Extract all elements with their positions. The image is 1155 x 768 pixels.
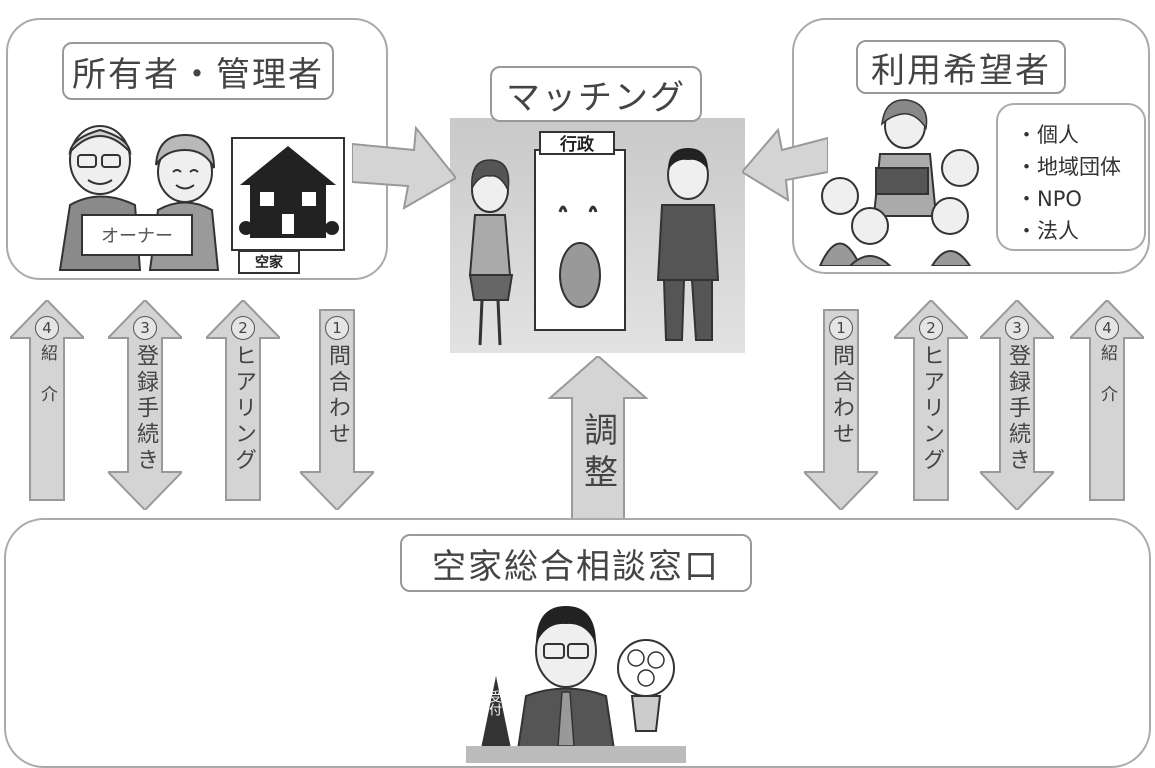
arrow-inquiry-owner: 1 問合わせ (300, 300, 374, 510)
government-building-icon (534, 131, 626, 331)
matching-title: マッチング (490, 66, 702, 122)
arrow-inquiry-user: 1 問合わせ (804, 300, 878, 510)
step-number: 3 (133, 316, 157, 340)
arrow-registration-owner: 3 登録手続き (108, 300, 182, 510)
step-number: 2 (231, 316, 255, 340)
owners-illustration (58, 125, 345, 271)
owners-title: 所有者・管理者 (62, 42, 334, 100)
step-number: 3 (1005, 316, 1029, 340)
users-title: 利用希望者 (856, 40, 1066, 94)
arrow-registration-user: 3 登録手続き (980, 300, 1054, 510)
government-sign: 行政 (560, 134, 594, 155)
list-item: ・NPO (1016, 187, 1082, 211)
arrow-adjustment (548, 356, 648, 524)
flower-vase-icon (617, 639, 675, 732)
consultation-illustration (466, 606, 686, 763)
arrow-hearing-user: 2 ヒアリング (894, 300, 968, 510)
arrow-owners-to-matching (352, 125, 456, 210)
arrow-introduce-user: 4 紹介 (1070, 300, 1144, 510)
step-number: 1 (829, 316, 853, 340)
teacher-figure (872, 99, 938, 217)
step-number: 2 (919, 316, 943, 340)
arrow-label: 紹介 (1097, 344, 1117, 426)
user-type-list: ・個人 ・地域団体 ・NPO ・法人 (996, 103, 1146, 251)
consultation-title: 空家総合相談窓口 (400, 534, 752, 592)
woman-figure (468, 159, 514, 346)
matching-illustration (468, 131, 720, 346)
reception-cone-icon (478, 676, 514, 763)
arrow-label: 登録手続き (1005, 344, 1030, 474)
arrow-label: ヒアリング (231, 344, 256, 474)
arrow-hearing-owner: 2 ヒアリング (206, 300, 280, 510)
step-number: 4 (1095, 316, 1119, 340)
reception-sign: 受付 (486, 690, 501, 716)
arrow-label: 紹介 (37, 344, 57, 426)
children-group (818, 149, 979, 266)
adjustment-label: 調整 (548, 412, 648, 496)
users-illustration (818, 99, 979, 266)
vacant-house-sign: 空家 (238, 250, 300, 274)
step-number: 1 (325, 316, 349, 340)
list-item: ・地域団体 (1016, 155, 1121, 179)
arrow-introduce-owner: 4 紹介 (10, 300, 84, 510)
list-item: ・法人 (1016, 219, 1079, 243)
owner-sign: オーナー (101, 226, 173, 247)
list-item: ・個人 (1016, 123, 1079, 147)
arrow-label: 登録手続き (133, 344, 158, 474)
arrow-label: ヒアリング (919, 344, 944, 474)
staff-figure (514, 606, 618, 763)
arrow-label: 調整 (577, 412, 618, 496)
arrow-label: 問合わせ (829, 344, 854, 448)
arrow-label: 問合わせ (325, 344, 350, 448)
house-icon (231, 137, 345, 251)
step-number: 4 (35, 316, 59, 340)
arrow-users-to-matching (742, 127, 828, 202)
man-figure (656, 148, 720, 341)
